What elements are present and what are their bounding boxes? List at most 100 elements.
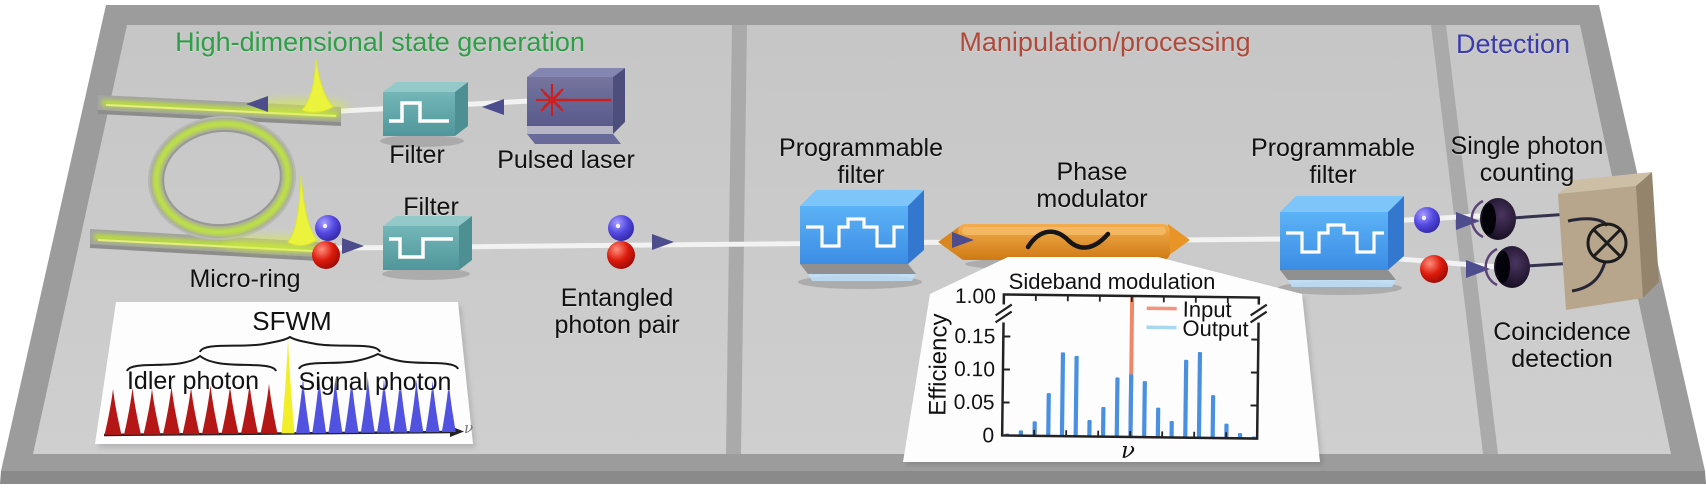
spectral-peak (296, 377, 310, 434)
ytick-label: 0 (982, 424, 994, 447)
signal-photon-icon (1414, 207, 1440, 233)
spectral-peak (441, 382, 456, 433)
sfwm-spectrum (104, 338, 456, 435)
spectral-peak (241, 383, 258, 434)
ytick-label-break-top: 1.00 (955, 285, 996, 308)
spectral-peak (104, 388, 122, 435)
pump-pulse-bottom-icon (222, 175, 322, 251)
arrow-left-icon (482, 99, 504, 115)
output-bar (1018, 430, 1024, 436)
micro-ring-resonator (148, 115, 296, 241)
spectral-peak (221, 385, 239, 434)
arrow-right-icon (952, 232, 974, 248)
chart-ylabel: Efficiency (924, 313, 952, 416)
output-bar (1059, 352, 1066, 437)
spectral-peak (124, 387, 141, 435)
sfwm-inset: ν (95, 302, 476, 448)
legend-label-output: Output (1182, 316, 1248, 342)
label-coincidence-detection: Coincidence detection (1493, 318, 1631, 373)
output-bar (1087, 419, 1092, 437)
output-bar (1114, 377, 1120, 437)
output-bar (1046, 393, 1051, 437)
braces (126, 335, 459, 372)
programmable-notch-pattern-icon (806, 217, 904, 248)
output-bar (1196, 352, 1203, 438)
spectral-peak (202, 385, 219, 435)
programmable-filter-right (1278, 196, 1404, 295)
spectral-peak (409, 379, 424, 433)
label-single-photon-counting: Single photon counting (1450, 132, 1604, 187)
spectral-peak (344, 377, 359, 433)
signal-photon-icon (608, 215, 634, 241)
section-title-processing: Manipulation/processing (959, 27, 1251, 57)
spectral-peak (328, 377, 343, 434)
sideband-chart-title: Sideband modulation (1008, 269, 1216, 294)
coincidence-logic-circle-icon (1586, 222, 1628, 264)
output-bar (1169, 421, 1174, 438)
spectral-peak (143, 388, 161, 435)
pulsed-laser-box (527, 68, 625, 144)
ytick-label: 0.10 (954, 358, 995, 381)
spectral-peak (281, 338, 295, 434)
ytick-label: 0.05 (954, 391, 995, 414)
section-title-detection: Detection (1455, 29, 1571, 59)
detector-horn-bottom (1484, 246, 1577, 288)
arrow-right-icon (1466, 260, 1490, 278)
photon-pairs (312, 207, 1448, 283)
idler-photon-icon (1420, 255, 1448, 283)
brace-signal-icon (298, 352, 459, 370)
idler-photon-icon (607, 241, 635, 269)
arrow-left-icon (246, 96, 268, 112)
sine-wave-icon (1025, 229, 1111, 250)
fiber-output-top (1387, 212, 1497, 224)
programmable-filter-left (798, 190, 924, 289)
sfwm-title: SFWM (252, 306, 332, 336)
spectral-peak (312, 376, 327, 434)
output-bar (1183, 359, 1189, 438)
legend-label-input: Input (1183, 297, 1232, 323)
laser-starburst-icon (536, 84, 611, 116)
fiber-output-bottom (1387, 255, 1511, 271)
output-bar (1155, 407, 1161, 438)
coincidence-counter-box (1558, 172, 1659, 310)
spectral-peak (182, 387, 200, 435)
idler-photon-icon (312, 241, 340, 269)
arrow-right-icon (342, 238, 364, 254)
filter-box-bottom (382, 216, 472, 280)
direction-arrows (246, 96, 1490, 278)
output-bar (1128, 374, 1134, 438)
label-programmable-filter-right: Programmable filter (1251, 134, 1415, 189)
output-bar (1210, 395, 1216, 439)
label-micro-ring: Micro-ring (189, 265, 301, 293)
signal-photon-icon (315, 215, 341, 241)
sfwm-frequency-axis (103, 430, 453, 437)
section-divider-2 (1431, 25, 1498, 454)
bandpass-pulse-icon (389, 101, 449, 123)
label-filter-bottom: Filter (403, 193, 459, 221)
pump-pulse-top-icon (252, 59, 348, 114)
spectral-peak (163, 386, 180, 435)
section-title-generation: High-dimensional state generation (175, 27, 585, 57)
brace-sfwm-icon (199, 335, 381, 353)
filter-box-top (380, 82, 468, 147)
spectral-peak (377, 378, 391, 433)
label-filter-top: Filter (389, 141, 445, 169)
output-bar (1100, 406, 1106, 437)
spectral-peak (393, 377, 408, 433)
sfwm-axis-label: ν (464, 419, 473, 437)
label-programmable-filter-left: Programmable filter (779, 134, 943, 189)
notch-filter-icon (389, 237, 453, 259)
output-bar (1142, 381, 1147, 438)
label-phase-modulator: Phase modulator (1036, 158, 1148, 213)
spectral-peak (425, 380, 440, 433)
section-divider-1 (726, 25, 747, 454)
spectral-peak (260, 383, 278, 434)
arrow-right-icon (1456, 212, 1480, 230)
axis-break-icon (1249, 310, 1268, 324)
arrow-right-icon (652, 234, 674, 250)
label-idler-photon: Idler photon (126, 367, 260, 395)
